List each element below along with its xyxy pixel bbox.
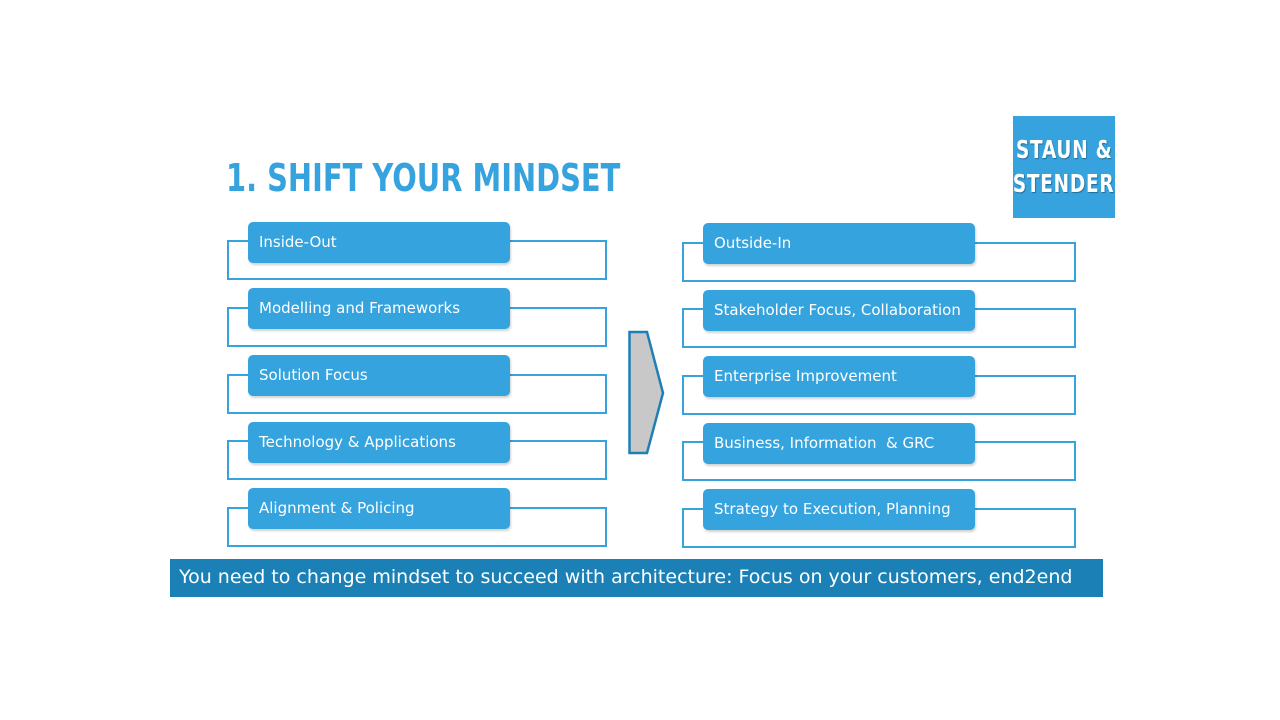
logo-line-2: STENDER bbox=[1013, 169, 1115, 198]
left-item-alignment-policing: Alignment & Policing bbox=[248, 488, 510, 529]
right-item-outside-in: Outside-In bbox=[703, 223, 975, 264]
left-item-modelling-frameworks: Modelling and Frameworks bbox=[248, 288, 510, 329]
footer-banner: You need to change mindset to succeed wi… bbox=[170, 559, 1103, 597]
slide-title: 1. SHIFT YOUR MINDSET bbox=[226, 156, 621, 200]
right-item-business-information-grc: Business, Information & GRC bbox=[703, 423, 975, 464]
left-item-solution-focus: Solution Focus bbox=[248, 355, 510, 396]
logo-line-1: STAUN & bbox=[1015, 135, 1113, 164]
left-item-inside-out: Inside-Out bbox=[248, 222, 510, 263]
left-item-technology-applications: Technology & Applications bbox=[248, 422, 510, 463]
staun-stender-logo: STAUN & STENDER bbox=[1012, 115, 1116, 219]
right-item-stakeholder-focus: Stakeholder Focus, Collaboration bbox=[703, 290, 975, 331]
chevron-right-arrow-icon bbox=[628, 330, 665, 455]
right-item-strategy-execution: Strategy to Execution, Planning bbox=[703, 489, 975, 530]
right-item-enterprise-improvement: Enterprise Improvement bbox=[703, 356, 975, 397]
